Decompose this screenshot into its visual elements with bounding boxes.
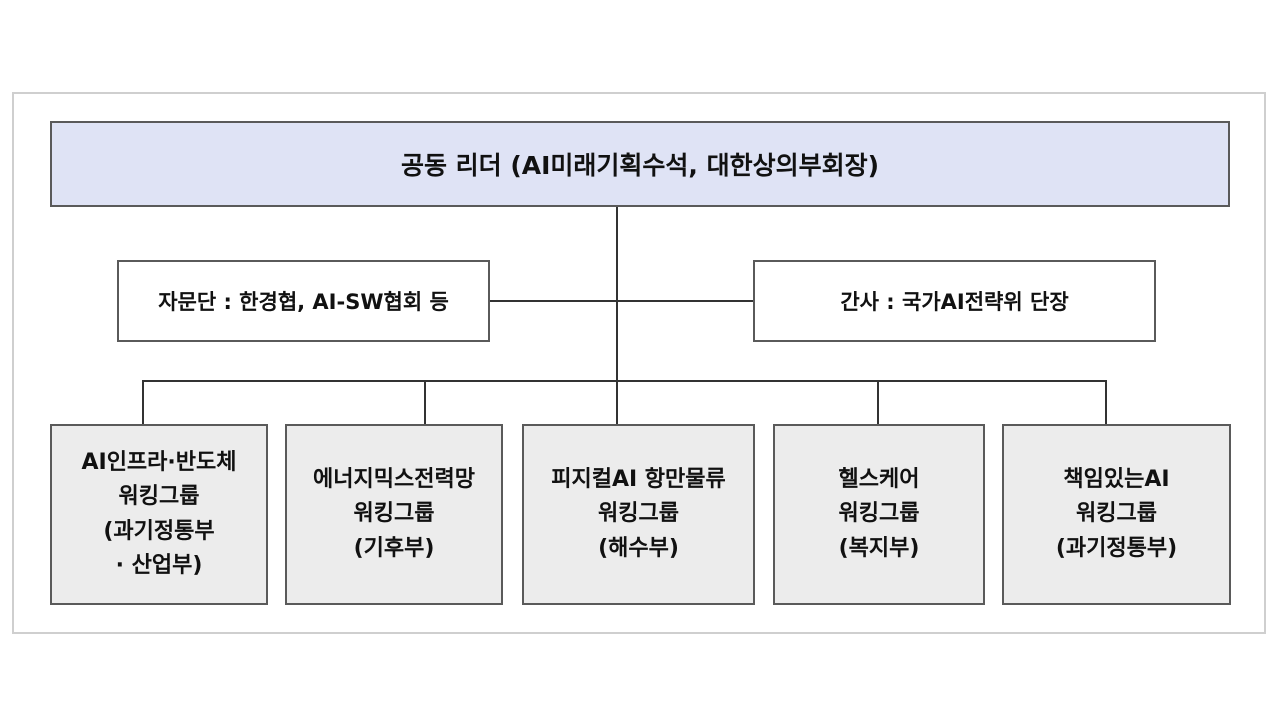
working-group-subtitle: 워킹그룹 — [838, 501, 920, 527]
working-group-title: AI인프라·반도체 — [81, 450, 237, 476]
connector-drop-2 — [424, 380, 426, 424]
working-group-responsible-ai: 책임있는AI 워킹그룹 (과기정통부) — [1002, 424, 1231, 605]
working-group-physical-ai-port: 피지컬AI 항만물류 워킹그룹 (해수부) — [522, 424, 755, 605]
working-group-subtitle: 워킹그룹 — [353, 501, 435, 527]
working-group-ministry: (과기정통부) — [1055, 535, 1178, 561]
working-group-subtitle: 워킹그룹 — [598, 501, 679, 527]
working-group-title: 책임있는AI — [1063, 467, 1170, 493]
connector-side-horizontal — [490, 300, 753, 302]
secretary-label: 간사 : 국가AI전략위 단장 — [840, 290, 1069, 314]
connector-drop-5 — [1105, 380, 1107, 424]
connector-drop-1 — [142, 380, 144, 424]
working-group-subtitle: 워킹그룹 — [1076, 501, 1157, 527]
working-group-title: 피지컬AI 항만물류 — [551, 467, 726, 493]
connector-group-bus — [142, 380, 1106, 382]
secretary-box: 간사 : 국가AI전략위 단장 — [753, 260, 1156, 342]
working-group-subtitle: 워킹그룹 — [118, 484, 200, 510]
co-leader-box: 공동 리더 (AI미래기획수석, 대한상의부회장) — [50, 121, 1230, 207]
advisory-board-label: 자문단 : 한경협, AI-SW협회 등 — [158, 290, 449, 314]
working-group-ministry: (기후부) — [353, 535, 435, 561]
working-group-ministry: (해수부) — [598, 535, 679, 561]
working-group-ministry-2: · 산업부) — [115, 552, 203, 578]
connector-drop-4 — [877, 380, 879, 424]
co-leader-label: 공동 리더 (AI미래기획수석, 대한상의부회장) — [400, 151, 880, 180]
working-group-ministry: (복지부) — [838, 535, 920, 561]
advisory-board-box: 자문단 : 한경협, AI-SW협회 등 — [117, 260, 490, 342]
working-group-ministry: (과기정통부 — [103, 518, 215, 544]
working-group-healthcare: 헬스케어 워킹그룹 (복지부) — [773, 424, 985, 605]
working-group-title: 에너지믹스전력망 — [313, 467, 475, 493]
connector-trunk — [616, 207, 618, 424]
working-group-ai-infra: AI인프라·반도체 워킹그룹 (과기정통부 · 산업부) — [50, 424, 268, 605]
working-group-title: 헬스케어 — [838, 467, 920, 493]
working-group-energy-grid: 에너지믹스전력망 워킹그룹 (기후부) — [285, 424, 503, 605]
